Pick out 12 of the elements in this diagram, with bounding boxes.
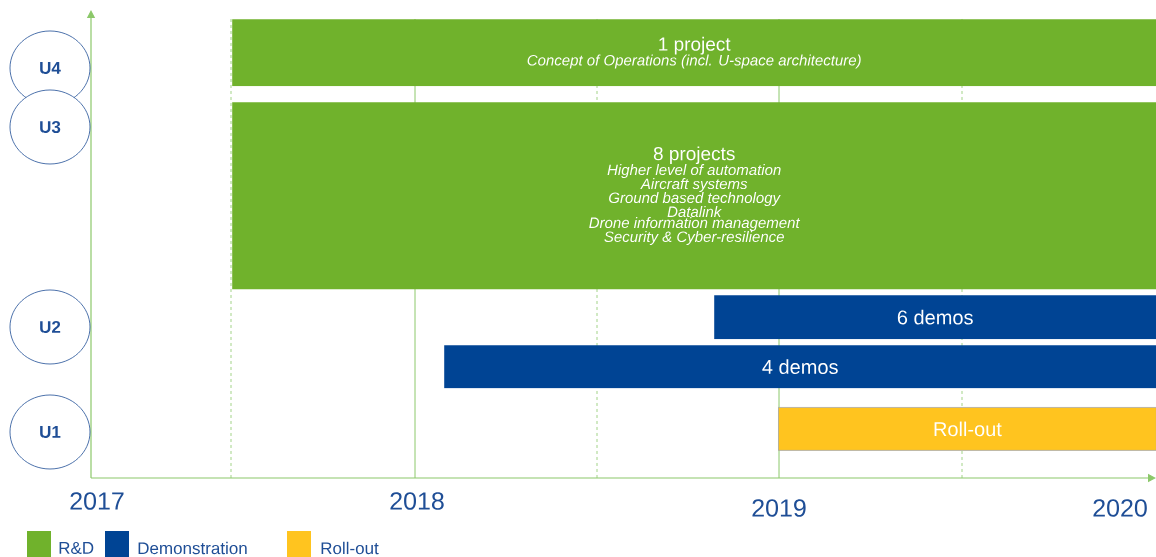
year-label: 2018: [390, 492, 444, 510]
timeline-bar: 6 demos: [714, 295, 1156, 340]
timeline-bar: 1 project Concept of Operations (incl. U-space architecture): [232, 19, 1156, 87]
timeline-bar: 4 demos: [444, 345, 1156, 389]
legend-label: Roll-out: [321, 541, 379, 555]
timeline-bar: Roll-out: [778, 407, 1156, 451]
year-label: 2019: [752, 499, 806, 517]
legend-label: R&D: [59, 542, 94, 554]
year-label: 2017: [70, 492, 124, 510]
legend-label: Demonstration: [138, 541, 247, 555]
timeline-bar: 8 projects Higher level of automation Aircraft systems Ground based technology Datalink Drone information management Security & Cyber-resilience: [232, 102, 1156, 290]
year-label: 2020: [1093, 499, 1147, 517]
